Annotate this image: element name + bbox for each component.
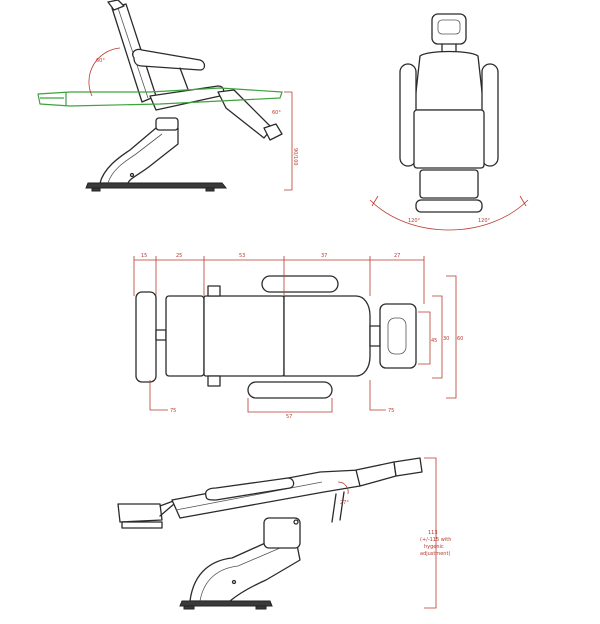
seated-leg-angle-label: 60° [272, 110, 281, 116]
flat-body-seam [175, 481, 323, 511]
flat-pedestal-inner [199, 547, 281, 602]
top-headrest-post [441, 43, 457, 53]
flat-height-note-2: hygenic [424, 544, 444, 550]
seated-armrest [132, 48, 206, 71]
flat-bottom-right-dim [369, 380, 386, 411]
seated-footrest [263, 123, 283, 141]
flat-base-foot-right [255, 605, 267, 610]
flat-headrest [379, 303, 417, 369]
top-view-rotation: 120° 120° [369, 13, 529, 231]
flat-back-section [283, 295, 371, 377]
seated-pedestal-bolt [129, 172, 135, 178]
flat-height-label: 113 [428, 530, 438, 536]
recline-overlay [37, 87, 283, 107]
flat-footrest-link [155, 329, 167, 341]
flat-support-strut [331, 491, 345, 523]
top-seat [413, 109, 485, 169]
recline-overlay-head [40, 92, 67, 106]
flat-bottom-left-label: 75 [170, 408, 176, 414]
flat-right-dim-45 [418, 311, 431, 365]
flat-seat-section [203, 295, 285, 377]
flat-headrest-window [387, 317, 407, 355]
flat-head-connector [369, 325, 381, 347]
flat-dim-53: 53 [239, 253, 245, 259]
flat-armrest-bottom [247, 381, 333, 399]
rotation-arc [369, 199, 529, 231]
flat-armrest-top [261, 275, 339, 293]
flat-right-dim-60 [446, 275, 457, 399]
flat-column-pivot [293, 519, 299, 525]
seated-height-label: 90/100 [292, 148, 298, 166]
flat-arm-bracket-bottom [207, 375, 221, 387]
seated-column-housing [155, 117, 179, 131]
flat-armrest [204, 477, 295, 501]
flat-footrest [393, 457, 423, 477]
flat-base-plate [179, 600, 273, 607]
seated-pedestal-inner [107, 133, 163, 184]
side-view-flat: 27° 113 (+/-115 with hygenic adjustment) [117, 457, 451, 610]
flat-leg-section [165, 295, 205, 377]
flat-bottom-mid-label: 57 [286, 414, 292, 420]
flat-right-label-45: 45 [431, 338, 437, 344]
flat-pedestal [189, 539, 301, 602]
seated-base-foot-right [205, 187, 215, 192]
seated-angle-arc [88, 47, 121, 97]
flat-back-seat-body [171, 469, 361, 519]
flat-legrest [355, 461, 397, 487]
flat-angle-label: 27° [340, 500, 349, 506]
seated-legrest [217, 89, 273, 139]
flat-column-housing [263, 517, 301, 549]
top-headrest-window [437, 19, 461, 35]
flat-height-note-3: adjustment) [420, 551, 450, 557]
seated-pedestal [99, 127, 179, 184]
flat-angle-arc [337, 481, 349, 495]
flat-dim-27: 27 [394, 253, 400, 259]
top-headrest [431, 13, 467, 45]
seated-height-dim [284, 91, 293, 191]
seated-angle-label: 60° [96, 58, 105, 64]
flat-dim-15: 15 [141, 253, 147, 259]
flat-height-note-1: (+/-115 with [420, 537, 451, 543]
flat-bottom-left-dim [149, 380, 168, 411]
flat-height-dim [424, 457, 437, 609]
rotation-right-label: 120° [478, 218, 491, 224]
flat-right-label-60: 60 [457, 336, 463, 342]
flat-bottom-mid-dim [247, 398, 333, 413]
flat-headrest [117, 503, 163, 523]
seated-base-foot-left [91, 187, 101, 192]
top-footrest [415, 199, 483, 213]
seated-headrest [107, 0, 125, 11]
top-legrest [419, 169, 479, 199]
flat-dim-25: 25 [176, 253, 182, 259]
top-backrest [413, 50, 485, 111]
flat-base-foot-left [183, 605, 195, 610]
flat-footrest [135, 291, 157, 383]
flat-bottom-right-label: 75 [388, 408, 394, 414]
flat-right-label-30: 30 [443, 336, 449, 342]
flat-dim-37: 37 [321, 253, 327, 259]
flat-right-dim-30 [432, 295, 443, 379]
flat-headrest-base [121, 521, 163, 529]
flat-top-dim-line [133, 256, 425, 304]
flat-arm-bracket-top [207, 285, 221, 297]
rotation-left-label: 120° [408, 218, 421, 224]
top-view-flat: 15 25 53 37 27 75 57 75 45 30 60 [133, 253, 463, 420]
seated-base-plate [85, 182, 228, 189]
flat-pedestal-bolt [231, 579, 237, 585]
side-view-seated: 60° 60° 90/100 [37, 0, 298, 192]
rotation-arc-ends [371, 195, 527, 207]
